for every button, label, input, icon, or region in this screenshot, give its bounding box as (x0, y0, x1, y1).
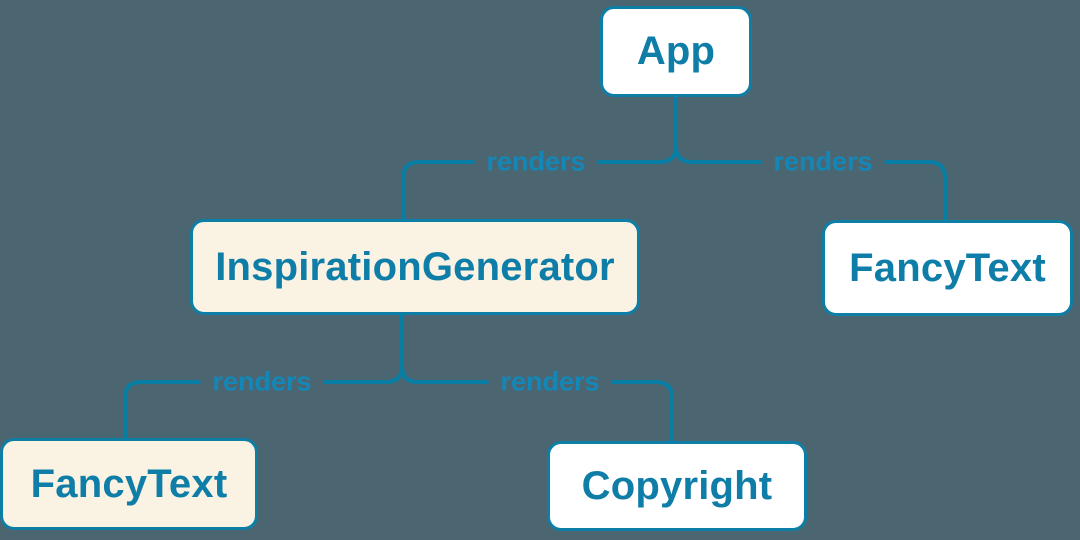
node-fancy-text: FancyText (822, 220, 1073, 316)
edge-app-fancy-text (674, 145, 947, 220)
node-copyright: Copyright (547, 441, 807, 531)
node-inspiration-generator: InspirationGenerator (190, 219, 640, 315)
node-app: App (600, 6, 752, 97)
edge-label-renders: renders (488, 364, 612, 400)
edge-inspiration-generator-copyright (400, 365, 674, 441)
edge-label-renders: renders (474, 144, 598, 180)
node-fancy-text: FancyText (0, 438, 258, 530)
edge-label-renders: renders (200, 364, 324, 400)
edge-label-renders: renders (761, 144, 885, 180)
